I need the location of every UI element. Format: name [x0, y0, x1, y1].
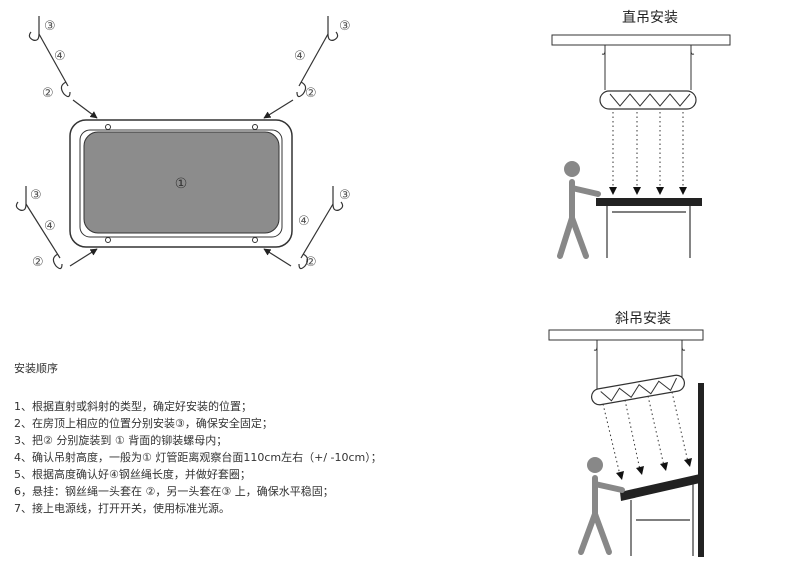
ray-arrow	[633, 187, 641, 195]
mount-hole	[252, 237, 258, 243]
hanger-top-left	[28, 16, 98, 119]
ray-arrow	[679, 187, 687, 195]
hanger-top-right	[263, 16, 339, 119]
ceiling	[548, 329, 704, 341]
ring-label: ②	[32, 255, 44, 270]
mount-hole	[252, 124, 258, 130]
observer-figure	[578, 475, 625, 555]
lamp-reflector	[600, 377, 677, 402]
ring-label: ②	[305, 255, 317, 270]
lamp	[590, 374, 686, 406]
ceiling	[551, 34, 731, 46]
step-item: 5、根据高度确认好④钢丝绳长度，并做好套圈；	[14, 468, 251, 481]
panel-label: ①	[175, 176, 188, 192]
top-view: ① ③ ④ ② ③ ④ ② ③ ④ ②	[15, 16, 351, 270]
ring-label: ②	[305, 86, 317, 101]
hook-label: ③	[339, 188, 351, 203]
wire-label: ④	[298, 214, 310, 229]
step-item: 4、确认吊射高度，一般为① 灯管距离观察台面110cm左右（+/ -10cm）；	[14, 451, 382, 464]
ray-arrow	[660, 462, 668, 471]
step-item: 7、接上电源线，打开开关，使用标准光源。	[14, 502, 230, 515]
tilted-table-top	[620, 474, 700, 501]
table-top	[596, 198, 702, 206]
ray-arrow	[684, 458, 692, 467]
steps-heading: 安装顺序	[14, 362, 58, 375]
straight-hang-diagram: 直吊安装	[551, 9, 731, 259]
hanger-bottom-right	[263, 186, 344, 270]
angled-hang-title: 斜吊安装	[615, 311, 671, 327]
installation-steps: 安装顺序 1、根据直射或斜射的类型，确定好安装的位置； 2、在房顶上相应的位置分…	[14, 360, 484, 517]
ray-arrow	[656, 187, 664, 195]
step-item: 3、把② 分别旋装到 ① 背面的铆装螺母内；	[14, 434, 228, 447]
light-panel	[83, 131, 280, 234]
hook-label: ③	[339, 19, 351, 34]
fixture-inner-frame	[79, 129, 283, 238]
lamp-reflector	[609, 93, 691, 107]
hook-label: ③	[44, 19, 56, 34]
straight-hang-title: 直吊安装	[622, 9, 678, 26]
mount-hole	[105, 124, 111, 130]
wire-label: ④	[54, 49, 66, 64]
ray-arrow	[609, 187, 617, 195]
wire-label: ④	[44, 219, 56, 234]
ring-label: ②	[42, 86, 54, 101]
ray-arrow	[616, 471, 624, 480]
wall	[698, 383, 704, 557]
observer-head	[564, 161, 580, 177]
step-item: 6，悬挂：钢丝绳一头套在 ②，另一头套在③ 上，确保水平稳固；	[14, 485, 334, 498]
hook-label: ③	[30, 188, 42, 203]
mount-hole	[105, 237, 111, 243]
step-item: 1、根据直射或斜射的类型，确定好安装的位置；	[14, 400, 252, 413]
wire-label: ④	[294, 49, 306, 64]
lamp	[599, 90, 697, 110]
angled-hang-diagram: 斜吊安装	[548, 311, 704, 557]
hanger-bottom-left	[15, 186, 98, 270]
observer-figure	[557, 179, 601, 259]
step-item: 2、在房顶上相应的位置分别安装③，确保安全固定；	[14, 417, 273, 430]
observer-head	[587, 457, 603, 473]
ray-arrow	[636, 466, 644, 475]
